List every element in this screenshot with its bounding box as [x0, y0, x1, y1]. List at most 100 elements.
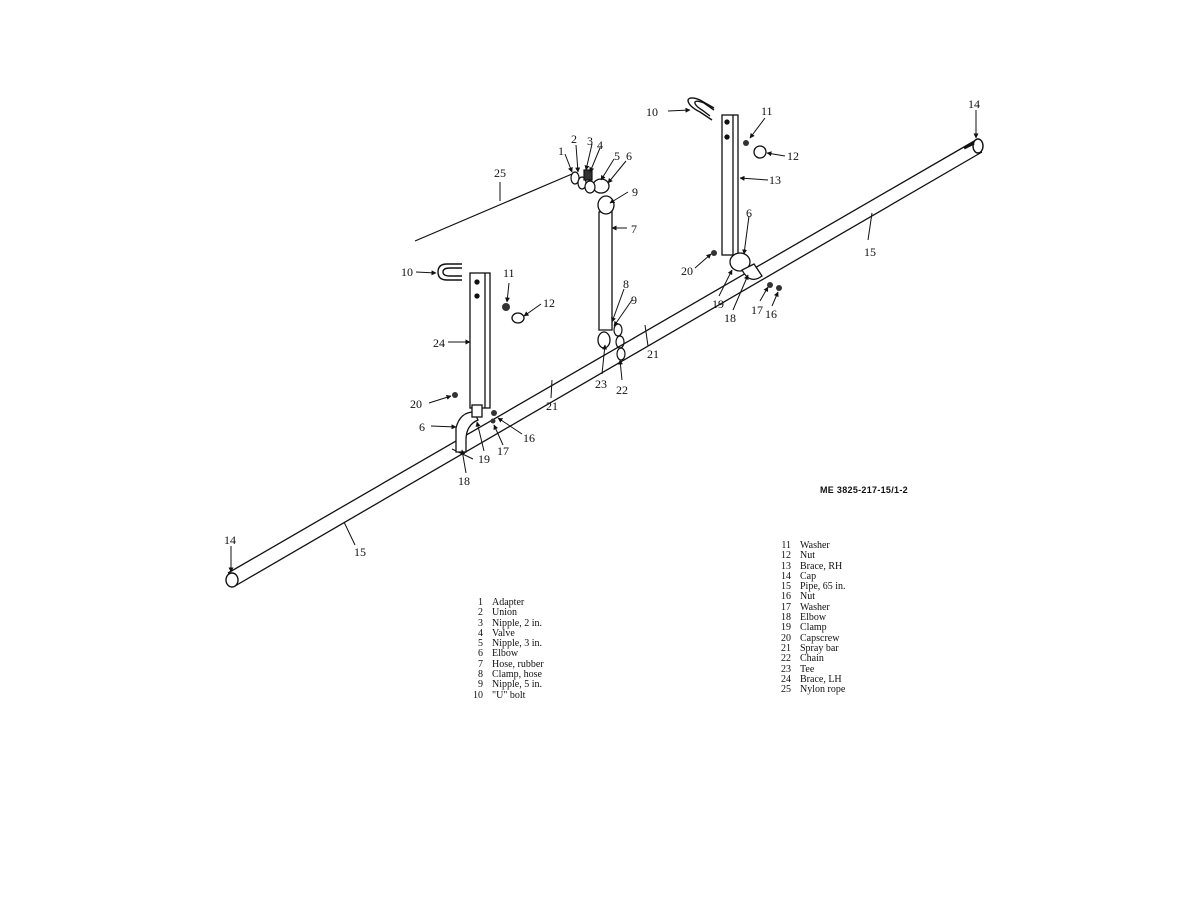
right-u-bolt: [687, 97, 715, 121]
tee-fitting: [597, 331, 611, 349]
callout-24: 24: [433, 336, 445, 350]
right-cap: [972, 138, 984, 154]
legend-label: Nylon rope: [800, 684, 846, 696]
figure-id: ME 3825-217-15/1-2: [820, 485, 908, 495]
callout-15: 15: [864, 245, 876, 259]
callout-23: 23: [595, 377, 607, 391]
legend-label: Nipple, 2 in.: [492, 617, 542, 629]
legend-number: 6: [478, 648, 483, 660]
legend-number: 3: [478, 617, 483, 629]
rubber-hose: [592, 178, 615, 331]
callout-15: 15: [354, 545, 366, 559]
callout-labels: 1 2 3 4 5 6 9 7 8 9 21 23 22 21 25 10 11…: [224, 97, 980, 559]
legend-row: 3 Nipple, 2 in.: [464, 617, 544, 629]
legend-label: Clamp: [800, 622, 827, 634]
legend-row: 16 Nut: [772, 591, 846, 603]
right-washer: [743, 140, 749, 146]
legend-row: 2 Union: [464, 607, 544, 619]
legend-number: 19: [781, 622, 791, 634]
legend-number: 17: [781, 601, 791, 613]
callout-2: 2: [571, 132, 577, 146]
legend-number: 8: [478, 669, 483, 681]
legend-number: 9: [478, 679, 483, 691]
callout-12: 12: [787, 149, 799, 163]
legend-row: 24 Brace, LH: [772, 673, 846, 685]
legend-label: Nut: [800, 591, 815, 603]
callout-19: 19: [712, 297, 724, 311]
legend-label: Brace, LH: [800, 673, 842, 685]
callout-19: 19: [478, 452, 490, 466]
callout-18: 18: [458, 474, 470, 488]
callout-21: 21: [647, 347, 659, 361]
callout-16: 16: [765, 307, 777, 321]
right-nut: [753, 145, 767, 159]
callout-4: 4: [597, 138, 603, 152]
leader-lines: [228, 107, 979, 573]
legend-label: Union: [492, 607, 517, 619]
legend-row: 13 Brace, RH: [772, 560, 846, 572]
legend-row: 10"U" bolt: [464, 689, 544, 701]
left-elbow: [455, 404, 483, 453]
valve-assembly: [570, 169, 596, 194]
callout-6: 6: [626, 149, 632, 163]
legend-label: Tee: [800, 663, 815, 675]
legend-label: Adapter: [492, 597, 525, 608]
callout-13: 13: [769, 173, 781, 187]
left-washer: [502, 303, 510, 311]
legend-label: Brace, RH: [800, 560, 843, 572]
left-brace: [469, 272, 491, 409]
legend-number: 21: [781, 642, 791, 654]
legend-number: 14: [781, 570, 791, 582]
left-nut: [511, 312, 525, 324]
legend-row: 19 Clamp: [772, 622, 846, 634]
callout-10: 10: [646, 105, 658, 119]
legend-number: 20: [781, 632, 791, 644]
legend-number: 16: [781, 591, 791, 603]
callout-14: 14: [968, 97, 980, 111]
callout-3: 3: [587, 134, 593, 148]
legend-label: Nipple, 3 in.: [492, 638, 542, 650]
legend-number: 15: [781, 581, 791, 593]
callout-8: 8: [623, 277, 629, 291]
legend-row: 17 Washer: [772, 601, 846, 613]
legend-number: 10: [473, 689, 483, 701]
legend-label: Cap: [800, 570, 817, 582]
legend-number: 5: [478, 638, 483, 650]
legend-number: 25: [781, 684, 791, 696]
legend-label: Capscrew: [800, 632, 840, 644]
callout-22: 22: [616, 383, 628, 397]
callout-16: 16: [523, 431, 535, 445]
left-u-bolt: [437, 263, 462, 281]
legend-label: Washer: [800, 601, 830, 613]
legend-number: 12: [781, 550, 791, 562]
legend-label: Nipple, 5 in.: [492, 679, 542, 691]
callout-9: 9: [632, 185, 638, 199]
legend-number: 2: [478, 607, 483, 619]
nylon-rope: [414, 173, 573, 242]
legend-number: 4: [478, 627, 483, 639]
legend-row: 9 Nipple, 5 in.: [464, 679, 544, 691]
legend-label: Chain: [800, 653, 824, 665]
legend-number: 18: [781, 612, 791, 624]
legend-number: 13: [781, 560, 791, 572]
callout-9: 9: [631, 293, 637, 307]
legend-number: 23: [781, 663, 791, 675]
legend-number: 24: [781, 673, 791, 685]
left-cap: [225, 572, 239, 588]
callout-1: 1: [558, 144, 564, 158]
legend-number: 11: [781, 540, 791, 551]
legend-row: 20 Capscrew: [772, 632, 846, 644]
